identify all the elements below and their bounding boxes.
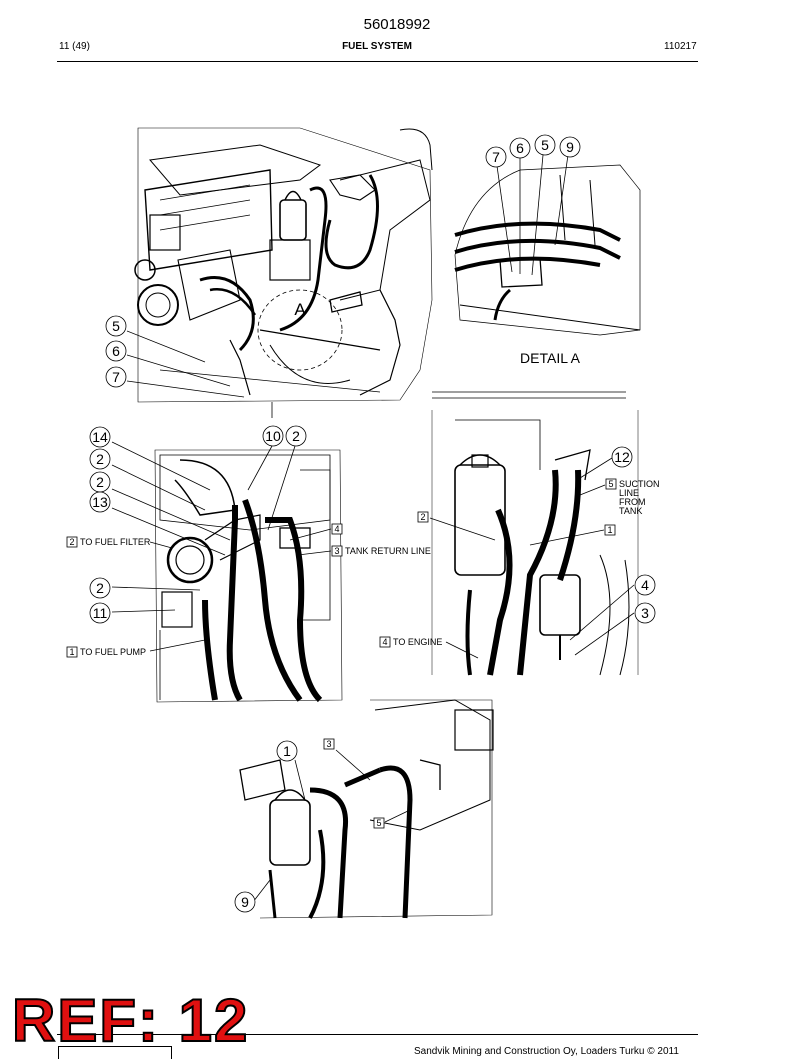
callout-6: 6 [112,343,120,359]
leaders-top-left [126,330,273,418]
leaders-mid-right [429,457,635,659]
detail-title: DETAIL A [520,350,581,366]
box-4-num: 4 [334,524,339,534]
to-fuel-pump-label: TO FUEL PUMP [80,647,146,657]
tank-return-line-label: TANK RETURN LINE [345,546,431,556]
section-title: FUEL SYSTEM [342,41,412,52]
engine-view [134,127,433,403]
box-3-bottom-num: 3 [326,739,331,749]
callout-9: 9 [241,894,249,910]
boxed-labels: 2 TO FUEL FILTER 1 TO FUEL PUMP 4 3 TANK… [66,478,660,829]
header-rule [57,61,698,62]
filter-view [431,391,639,676]
leaders-bottom [252,749,411,903]
callouts-bottom: 1 9 [234,740,298,913]
suction-label-3: FROM [619,497,646,507]
footer-rule [57,1034,698,1035]
callout-7: 7 [492,149,500,165]
page-indicator: 11 (49) [59,41,90,52]
to-engine-label: TO ENGINE [393,637,442,647]
callout-7: 7 [112,369,120,385]
document-date: 110217 [664,41,697,52]
callout-9: 9 [566,139,574,155]
ref-stamp: REF: 12 [11,986,250,1055]
box-2-right-num: 2 [420,512,425,522]
box-1-right-num: 1 [607,525,612,535]
callout-11: 11 [93,605,108,621]
tank-view [239,699,494,919]
footer-copyright: Sandvik Mining and Construction Oy, Load… [414,1046,679,1057]
callout-14: 14 [92,429,108,445]
callouts-top-left: 5 6 7 A [105,300,306,388]
callout-5: 5 [112,318,120,334]
callout-1: 1 [283,743,291,759]
callouts-mid-right: 12 4 3 [611,446,656,624]
detail-a-view [454,154,641,336]
callouts-mid-left: 14 10 2 2 2 13 2 11 [89,425,307,624]
callout-13: 13 [92,494,108,510]
leaders-mid-left [111,441,332,652]
callouts-detail: 7 6 5 9 DETAIL A [485,134,581,366]
box-3-num: 3 [334,546,339,556]
callout-2: 2 [96,580,104,596]
box-5-num: 5 [608,479,613,489]
box-2-num: 2 [69,537,74,547]
box-1-num: 1 [69,647,74,657]
box-4-engine-num: 4 [382,637,387,647]
callout-10: 10 [265,428,281,444]
callout-6: 6 [516,140,524,156]
suction-label-4: TANK [619,506,642,516]
callout-4: 4 [641,577,649,593]
document-number: 56018992 [363,16,431,33]
fuel-lines-view [154,449,343,703]
detail-marker: A [294,300,306,319]
to-fuel-filter-label: TO FUEL FILTER [80,537,151,547]
callout-2: 2 [96,474,104,490]
callout-2: 2 [292,428,300,444]
callout-2: 2 [96,451,104,467]
callout-5: 5 [541,137,549,153]
callout-12: 12 [614,449,630,465]
callout-3: 3 [641,605,649,621]
suction-label-1: SUCTION [619,479,660,489]
suction-label-2: LINE [619,488,639,498]
box-5-bottom-num: 5 [376,818,381,828]
